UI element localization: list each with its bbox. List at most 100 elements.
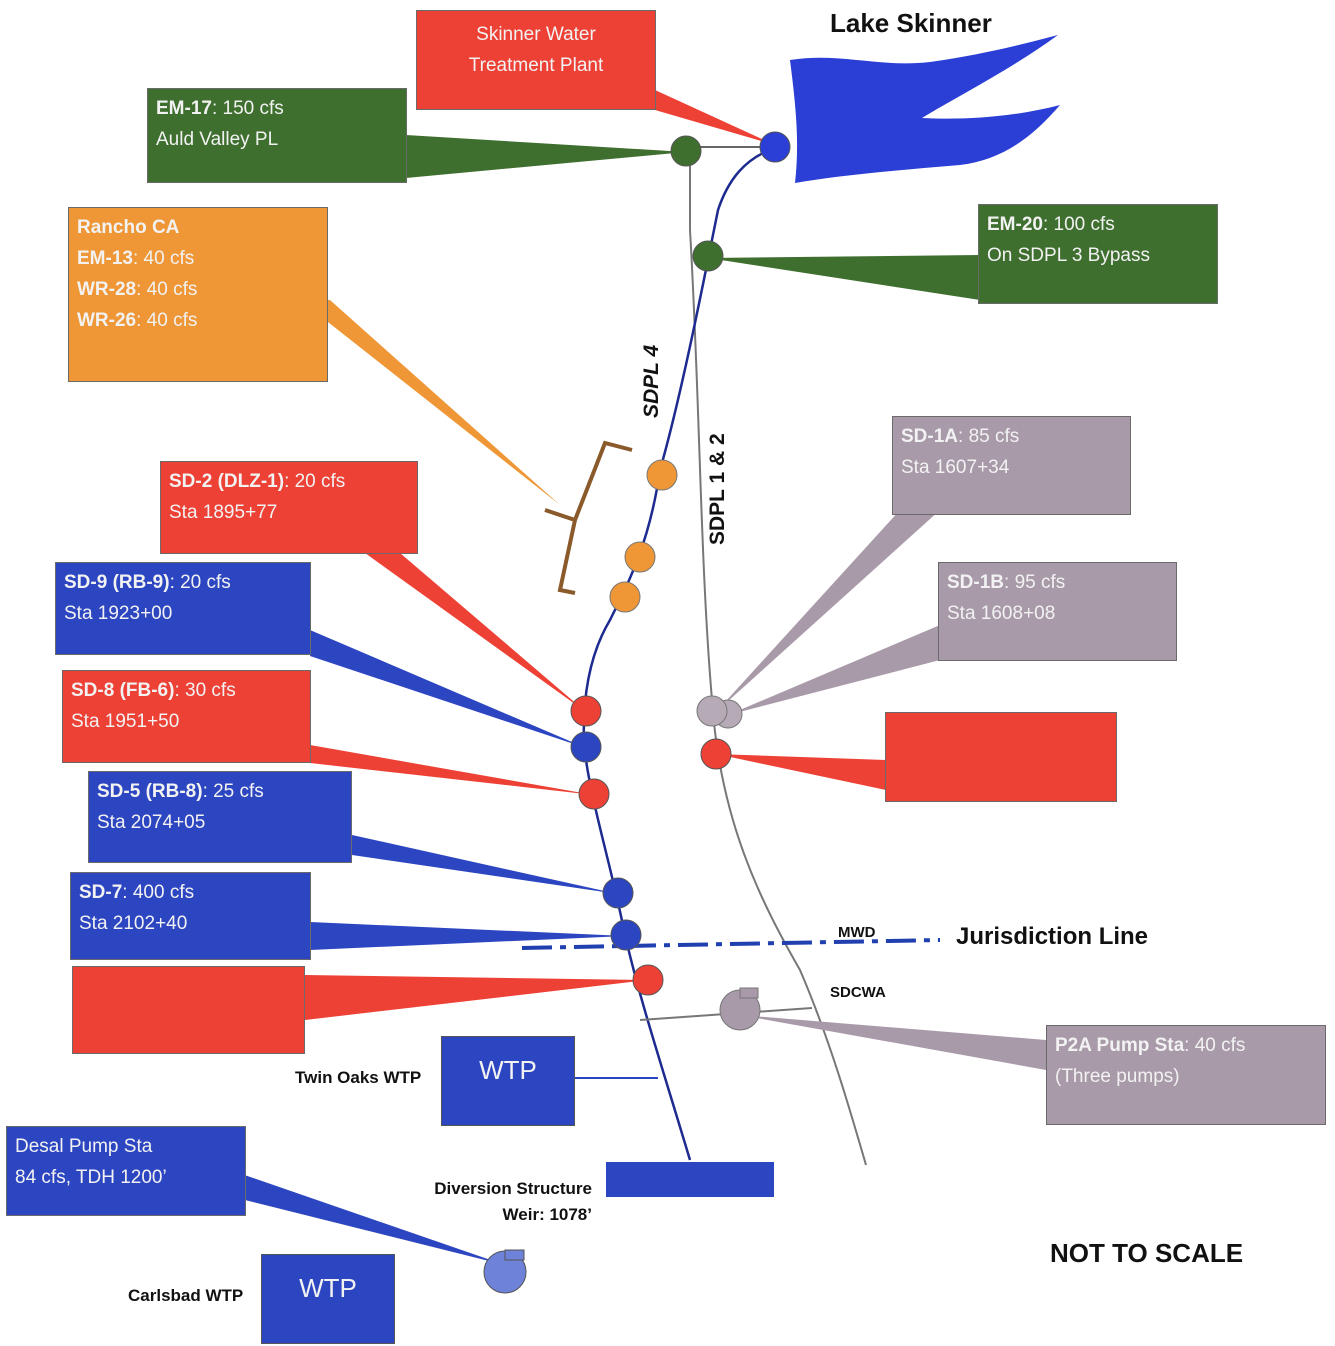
callout-em20: EM-20: 100 cfs On SDPL 3 Bypass: [978, 204, 1218, 304]
diversion-structure-box: [606, 1162, 774, 1197]
wedge-sd1b: [728, 625, 940, 715]
rancho-head: Rancho CA: [77, 217, 180, 238]
sd8-id: SD-8 (FB-6): [71, 680, 175, 701]
em13-rate: : 40 cfs: [132, 248, 195, 269]
diversion-line1: Diversion Structure: [434, 1179, 592, 1198]
wedge-desal: [230, 1170, 505, 1265]
node-red-bottom: [632, 964, 664, 996]
sd1a-rate: : 85 cfs: [958, 426, 1020, 447]
callout-sd8: SD-8 (FB-6): 30 cfs Sta 1951+50: [62, 670, 311, 763]
desal-line2: 84 cfs, TDH 1200’: [15, 1167, 167, 1188]
p2a-rate: : 40 cfs: [1184, 1035, 1246, 1056]
callout-sd7: SD-7: 400 cfs Sta 2102+40: [70, 872, 311, 960]
desal-line1: Desal Pump Sta: [15, 1136, 153, 1157]
mwd-label: MWD: [838, 924, 876, 941]
node-sd1a: [696, 695, 728, 727]
node-sd8: [578, 778, 610, 810]
em17-rate: : 150 cfs: [211, 98, 284, 119]
lake-skinner-shape: [790, 35, 1060, 183]
callout-p2a: P2A Pump Sta: 40 cfs (Three pumps): [1046, 1025, 1326, 1125]
wr28-id: WR-28: [77, 279, 137, 300]
desal-pump-icon: [483, 1249, 527, 1294]
p2a-id: P2A Pump Sta: [1055, 1035, 1185, 1056]
sd8-rate: : 30 cfs: [174, 680, 236, 701]
jurisdiction-line-label: Jurisdiction Line: [956, 923, 1149, 950]
wedge-rancho: [300, 300, 560, 505]
callout-sd1b: SD-1B: 95 cfs Sta 1608+08: [938, 562, 1177, 661]
sd7-id: SD-7: [79, 882, 123, 903]
node-wr26: [609, 581, 641, 613]
callout-red-bottom-blank: [72, 966, 305, 1054]
sdpl12-line: [689, 150, 867, 1166]
sdpl4-label: SDPL 4: [640, 344, 663, 418]
wr28-rate: : 40 cfs: [136, 279, 198, 300]
sd1a-id: SD-1A: [901, 426, 959, 447]
jurisdiction-line: [521, 938, 941, 950]
callout-desal: Desal Pump Sta 84 cfs, TDH 1200’: [6, 1126, 246, 1216]
wedge-red-right: [716, 754, 886, 790]
skinner-wtp-line1: Skinner Water: [476, 24, 596, 45]
sd1b-id: SD-1B: [947, 572, 1005, 593]
node-em13: [646, 459, 678, 491]
p2a-pump-icon: [719, 987, 761, 1031]
sd5-sta: Sta 2074+05: [97, 812, 206, 833]
wedge-em17: [406, 135, 686, 178]
sd9-id: SD-9 (RB-9): [64, 572, 170, 593]
em20-line2: On SDPL 3 Bypass: [987, 245, 1150, 266]
sd2-rate: : 20 cfs: [284, 471, 346, 492]
callout-rancho: Rancho CA EM-13: 40 cfs WR-28: 40 cfs WR…: [68, 207, 328, 382]
sdcwa-label: SDCWA: [830, 984, 886, 1001]
node-em20: [692, 240, 724, 272]
em20-rate: : 100 cfs: [1042, 214, 1115, 235]
sd7-sta: Sta 2102+40: [79, 913, 188, 934]
sd9-sta: Sta 1923+00: [64, 603, 173, 624]
wedge-sd8: [310, 745, 594, 795]
sd8-sta: Sta 1951+50: [71, 711, 180, 732]
wr26-id: WR-26: [77, 310, 137, 331]
wedge-sd2: [365, 553, 586, 712]
node-sd9: [570, 731, 602, 763]
callout-sd2: SD-2 (DLZ-1): 20 cfs Sta 1895+77: [160, 461, 418, 554]
skinner-wtp-line2: Treatment Plant: [468, 55, 604, 76]
p2a-line2: (Three pumps): [1055, 1066, 1180, 1087]
carlsbad-label: Carlsbad WTP: [128, 1286, 244, 1305]
callout-sd9: SD-9 (RB-9): 20 cfs Sta 1923+00: [55, 562, 311, 655]
sd5-id: SD-5 (RB-8): [97, 781, 203, 802]
sd1a-sta: Sta 1607+34: [901, 457, 1010, 478]
wedge-skinner-wtp: [655, 90, 775, 145]
wedge-red-bottom: [305, 975, 648, 1020]
sd1b-sta: Sta 1608+08: [947, 603, 1056, 624]
node-sd2: [570, 695, 602, 727]
callout-sd1a: SD-1A: 85 cfs Sta 1607+34: [892, 416, 1131, 515]
wr26-rate: : 40 cfs: [136, 310, 198, 331]
wedge-sd7: [310, 922, 626, 950]
wedge-sd1a: [716, 510, 940, 712]
wedge-p2a: [740, 1015, 1046, 1070]
node-wr28: [624, 541, 656, 573]
sd1b-rate: : 95 cfs: [1004, 572, 1066, 593]
sd7-rate: : 400 cfs: [122, 882, 195, 903]
callout-sd5: SD-5 (RB-8): 25 cfs Sta 2074+05: [88, 771, 352, 863]
em20-id: EM-20: [987, 214, 1043, 235]
em17-id: EM-17: [156, 98, 212, 119]
callout-red-right-blank: [885, 712, 1117, 802]
callout-em17: EM-17: 150 cfs Auld Valley PL: [147, 88, 407, 183]
sd2-sta: Sta 1895+77: [169, 502, 278, 523]
node-em17: [670, 135, 702, 167]
node-skinner: [759, 131, 791, 163]
carlsbad-wtp-box: WTP: [261, 1254, 395, 1344]
em17-line2: Auld Valley PL: [156, 129, 279, 150]
node-sd7: [610, 919, 642, 951]
sd9-rate: : 20 cfs: [169, 572, 231, 593]
rancho-bracket: [544, 440, 633, 595]
not-to-scale-label: NOT TO SCALE: [1050, 1238, 1244, 1268]
node-red-right: [700, 738, 732, 770]
diversion-structure-label: Diversion Structure Weir: 1078’: [430, 1176, 592, 1228]
diversion-line2: Weir: 1078’: [502, 1205, 592, 1224]
twin-oaks-label: Twin Oaks WTP: [295, 1068, 422, 1087]
wedge-sd5: [352, 835, 618, 894]
node-sd5: [602, 877, 634, 909]
em13-id: EM-13: [77, 248, 133, 269]
twin-oaks-wtp-box: WTP: [441, 1036, 575, 1126]
